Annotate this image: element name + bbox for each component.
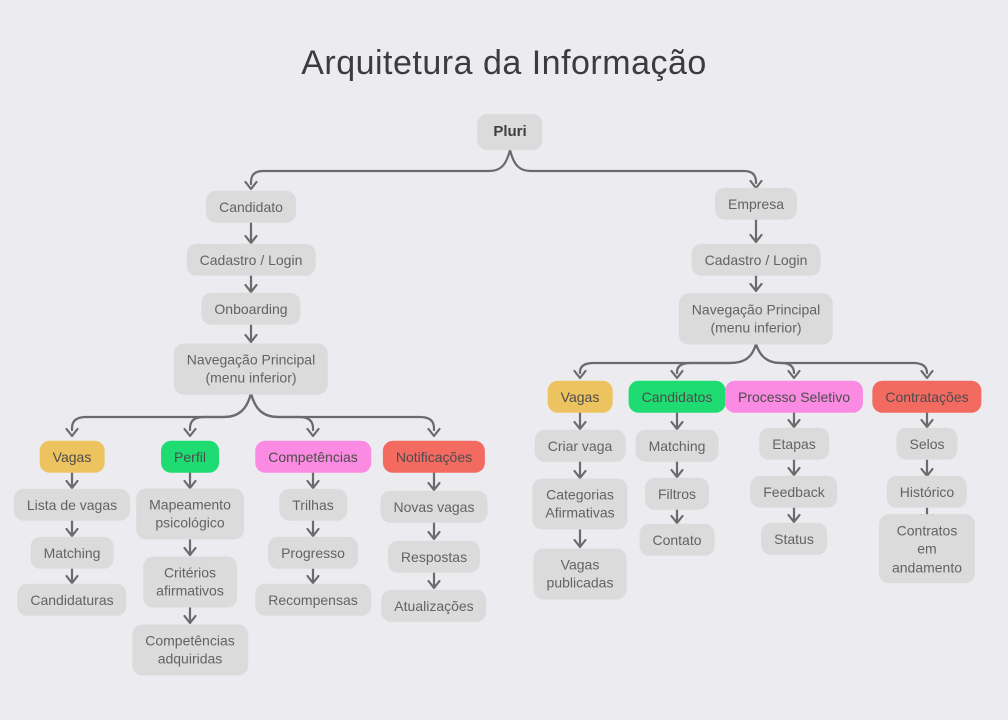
node-cadastro-login-candidato: Cadastro / Login bbox=[186, 243, 316, 277]
edge-nav-notificacoes bbox=[249, 391, 441, 438]
node-candidato: Candidato bbox=[206, 190, 296, 224]
node-candidatos: Candidatos bbox=[628, 380, 726, 414]
node-filtros: Filtros bbox=[644, 477, 710, 511]
node-navegacao-principal-candidato: Navegação Principal (menu inferior) bbox=[173, 343, 329, 395]
node-empresa: Empresa bbox=[714, 187, 798, 221]
node-categorias-afirmativas: Categorias Afirmativas bbox=[532, 478, 628, 530]
node-matching-empresa: Matching bbox=[635, 429, 719, 463]
edge-nav-perfil bbox=[183, 391, 253, 438]
node-vagas-publicadas: Vagas publicadas bbox=[533, 548, 627, 600]
node-vagas-candidato: Vagas bbox=[39, 440, 105, 474]
node-contratacoes: Contratações bbox=[872, 380, 982, 414]
diagram-title: Arquitetura da Informação bbox=[301, 44, 707, 82]
node-perfil: Perfil bbox=[161, 440, 219, 474]
node-pluri: Pluri bbox=[477, 114, 543, 150]
edge-nav-competencias bbox=[249, 391, 320, 438]
node-selos: Selos bbox=[896, 427, 958, 461]
node-feedback: Feedback bbox=[750, 475, 838, 509]
node-trilhas: Trilhas bbox=[279, 488, 347, 522]
node-recompensas: Recompensas bbox=[255, 583, 371, 617]
node-status: Status bbox=[761, 522, 827, 556]
node-cadastro-login-empresa: Cadastro / Login bbox=[691, 243, 821, 277]
node-respostas: Respostas bbox=[387, 540, 481, 574]
node-competencias-adquiridas: Competências adquiridas bbox=[132, 624, 248, 676]
node-contratos-em-andamento: Contratos em andamento bbox=[878, 514, 976, 584]
node-competencias: Competências bbox=[255, 440, 371, 474]
node-matching-candidato: Matching bbox=[30, 536, 114, 570]
node-mapeamento-psicologico: Mapeamento psicológico bbox=[136, 488, 244, 540]
edge-nav-contratacoes bbox=[754, 342, 934, 380]
node-candidaturas: Candidaturas bbox=[17, 583, 127, 617]
node-lista-de-vagas: Lista de vagas bbox=[13, 488, 131, 522]
edge-nav-candidatos bbox=[670, 342, 758, 380]
node-criterios-afirmativos: Critérios afirmativos bbox=[143, 556, 237, 608]
node-navegacao-principal-empresa: Navegação Principal (menu inferior) bbox=[678, 293, 834, 345]
edge-pluri-empresa bbox=[508, 148, 763, 190]
node-onboarding: Onboarding bbox=[201, 292, 301, 326]
node-historico: Histórico bbox=[886, 475, 968, 509]
edge-nav-vagas-c bbox=[65, 391, 253, 438]
edge-pluri-candidato bbox=[244, 148, 512, 191]
node-processo-seletivo: Processo Seletivo bbox=[724, 380, 864, 414]
edge-nav-processo bbox=[754, 342, 801, 380]
edge-nav-vagas-e bbox=[573, 342, 758, 380]
node-atualizacoes: Atualizações bbox=[381, 589, 487, 623]
node-criar-vaga: Criar vaga bbox=[534, 429, 626, 463]
node-vagas-empresa: Vagas bbox=[547, 380, 613, 414]
node-progresso: Progresso bbox=[268, 536, 358, 570]
node-contato: Contato bbox=[639, 523, 715, 557]
node-etapas: Etapas bbox=[759, 427, 829, 461]
node-notificacoes: Notificações bbox=[382, 440, 486, 474]
node-novas-vagas: Novas vagas bbox=[380, 490, 488, 524]
